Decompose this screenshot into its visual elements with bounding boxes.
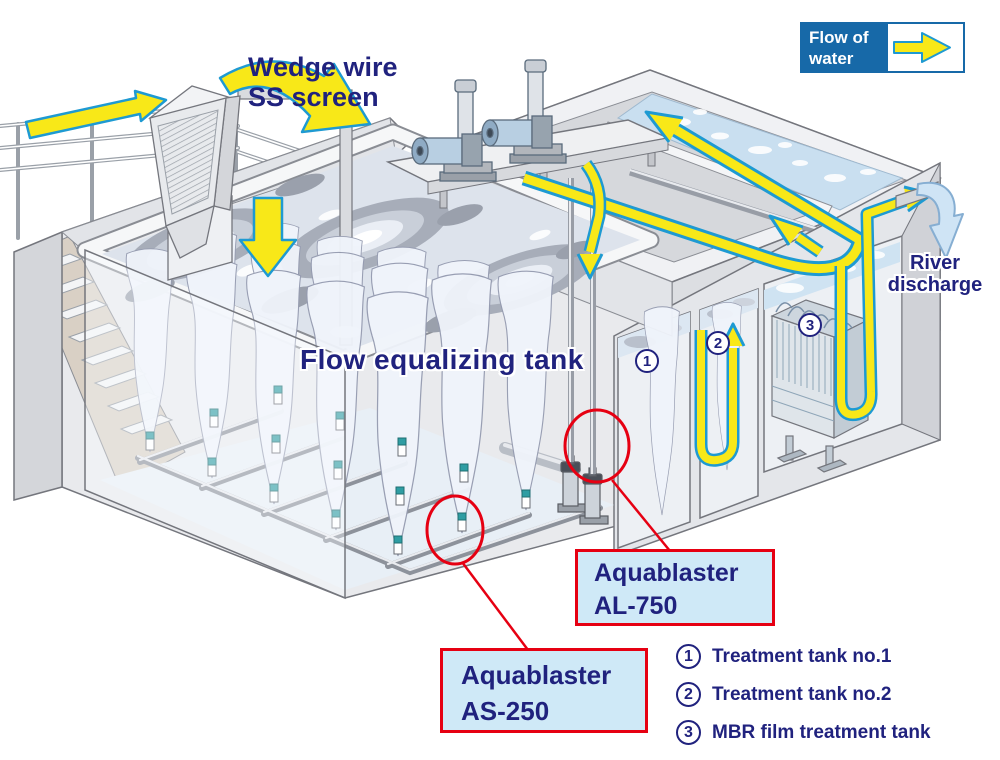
tank2-marker: 2 [706, 331, 730, 355]
tank1-marker: 1 [635, 349, 659, 373]
blower-unit-1 [411, 79, 497, 182]
river-discharge-outlet [895, 181, 964, 259]
al750-callout: Aquablaster AL-750 [575, 549, 775, 626]
aeration-nozzles [145, 385, 531, 555]
al750-highlight-circle [563, 408, 631, 484]
legend-item-mbr: 3 MBR film treatment tank [676, 720, 931, 745]
legend-number-3: 3 [676, 720, 701, 745]
blower-unit-2 [481, 59, 567, 164]
as250-leader-line [461, 561, 529, 651]
discharge-arrow-icon [916, 181, 964, 259]
flow-of-water-arrow-box [886, 22, 965, 73]
wedge-wire-label: Wedge wire SS screen [248, 52, 398, 113]
legend-item-tank2: 2 Treatment tank no.2 [676, 682, 931, 707]
as250-callout: Aquablaster AS-250 [440, 648, 648, 733]
annotations [425, 408, 671, 651]
legend-label-2: Treatment tank no.2 [712, 683, 892, 705]
glass-front-wall [84, 248, 346, 600]
legend-number-2: 2 [676, 682, 701, 707]
flow-of-water-legend: Flow of water [800, 22, 886, 73]
flow-equalizing-tank-label: Flow equalizing tank [300, 344, 584, 375]
flow-arrow-icon [893, 32, 951, 63]
mbr-marker: 3 [798, 313, 822, 337]
legend-item-tank1: 1 Treatment tank no.1 [676, 644, 931, 669]
tank-legend: 1 Treatment tank no.1 2 Treatment tank n… [676, 644, 931, 758]
as250-highlight-circle [425, 494, 485, 566]
river-discharge-label: River discharge [887, 252, 983, 297]
al750-leader-line [611, 479, 671, 552]
legend-number-1: 1 [676, 644, 701, 669]
wedge-wire-screen [148, 85, 241, 281]
legend-label-3: MBR film treatment tank [712, 721, 931, 743]
legend-label-1: Treatment tank no.1 [712, 645, 892, 667]
flow-arrows [24, 60, 934, 467]
